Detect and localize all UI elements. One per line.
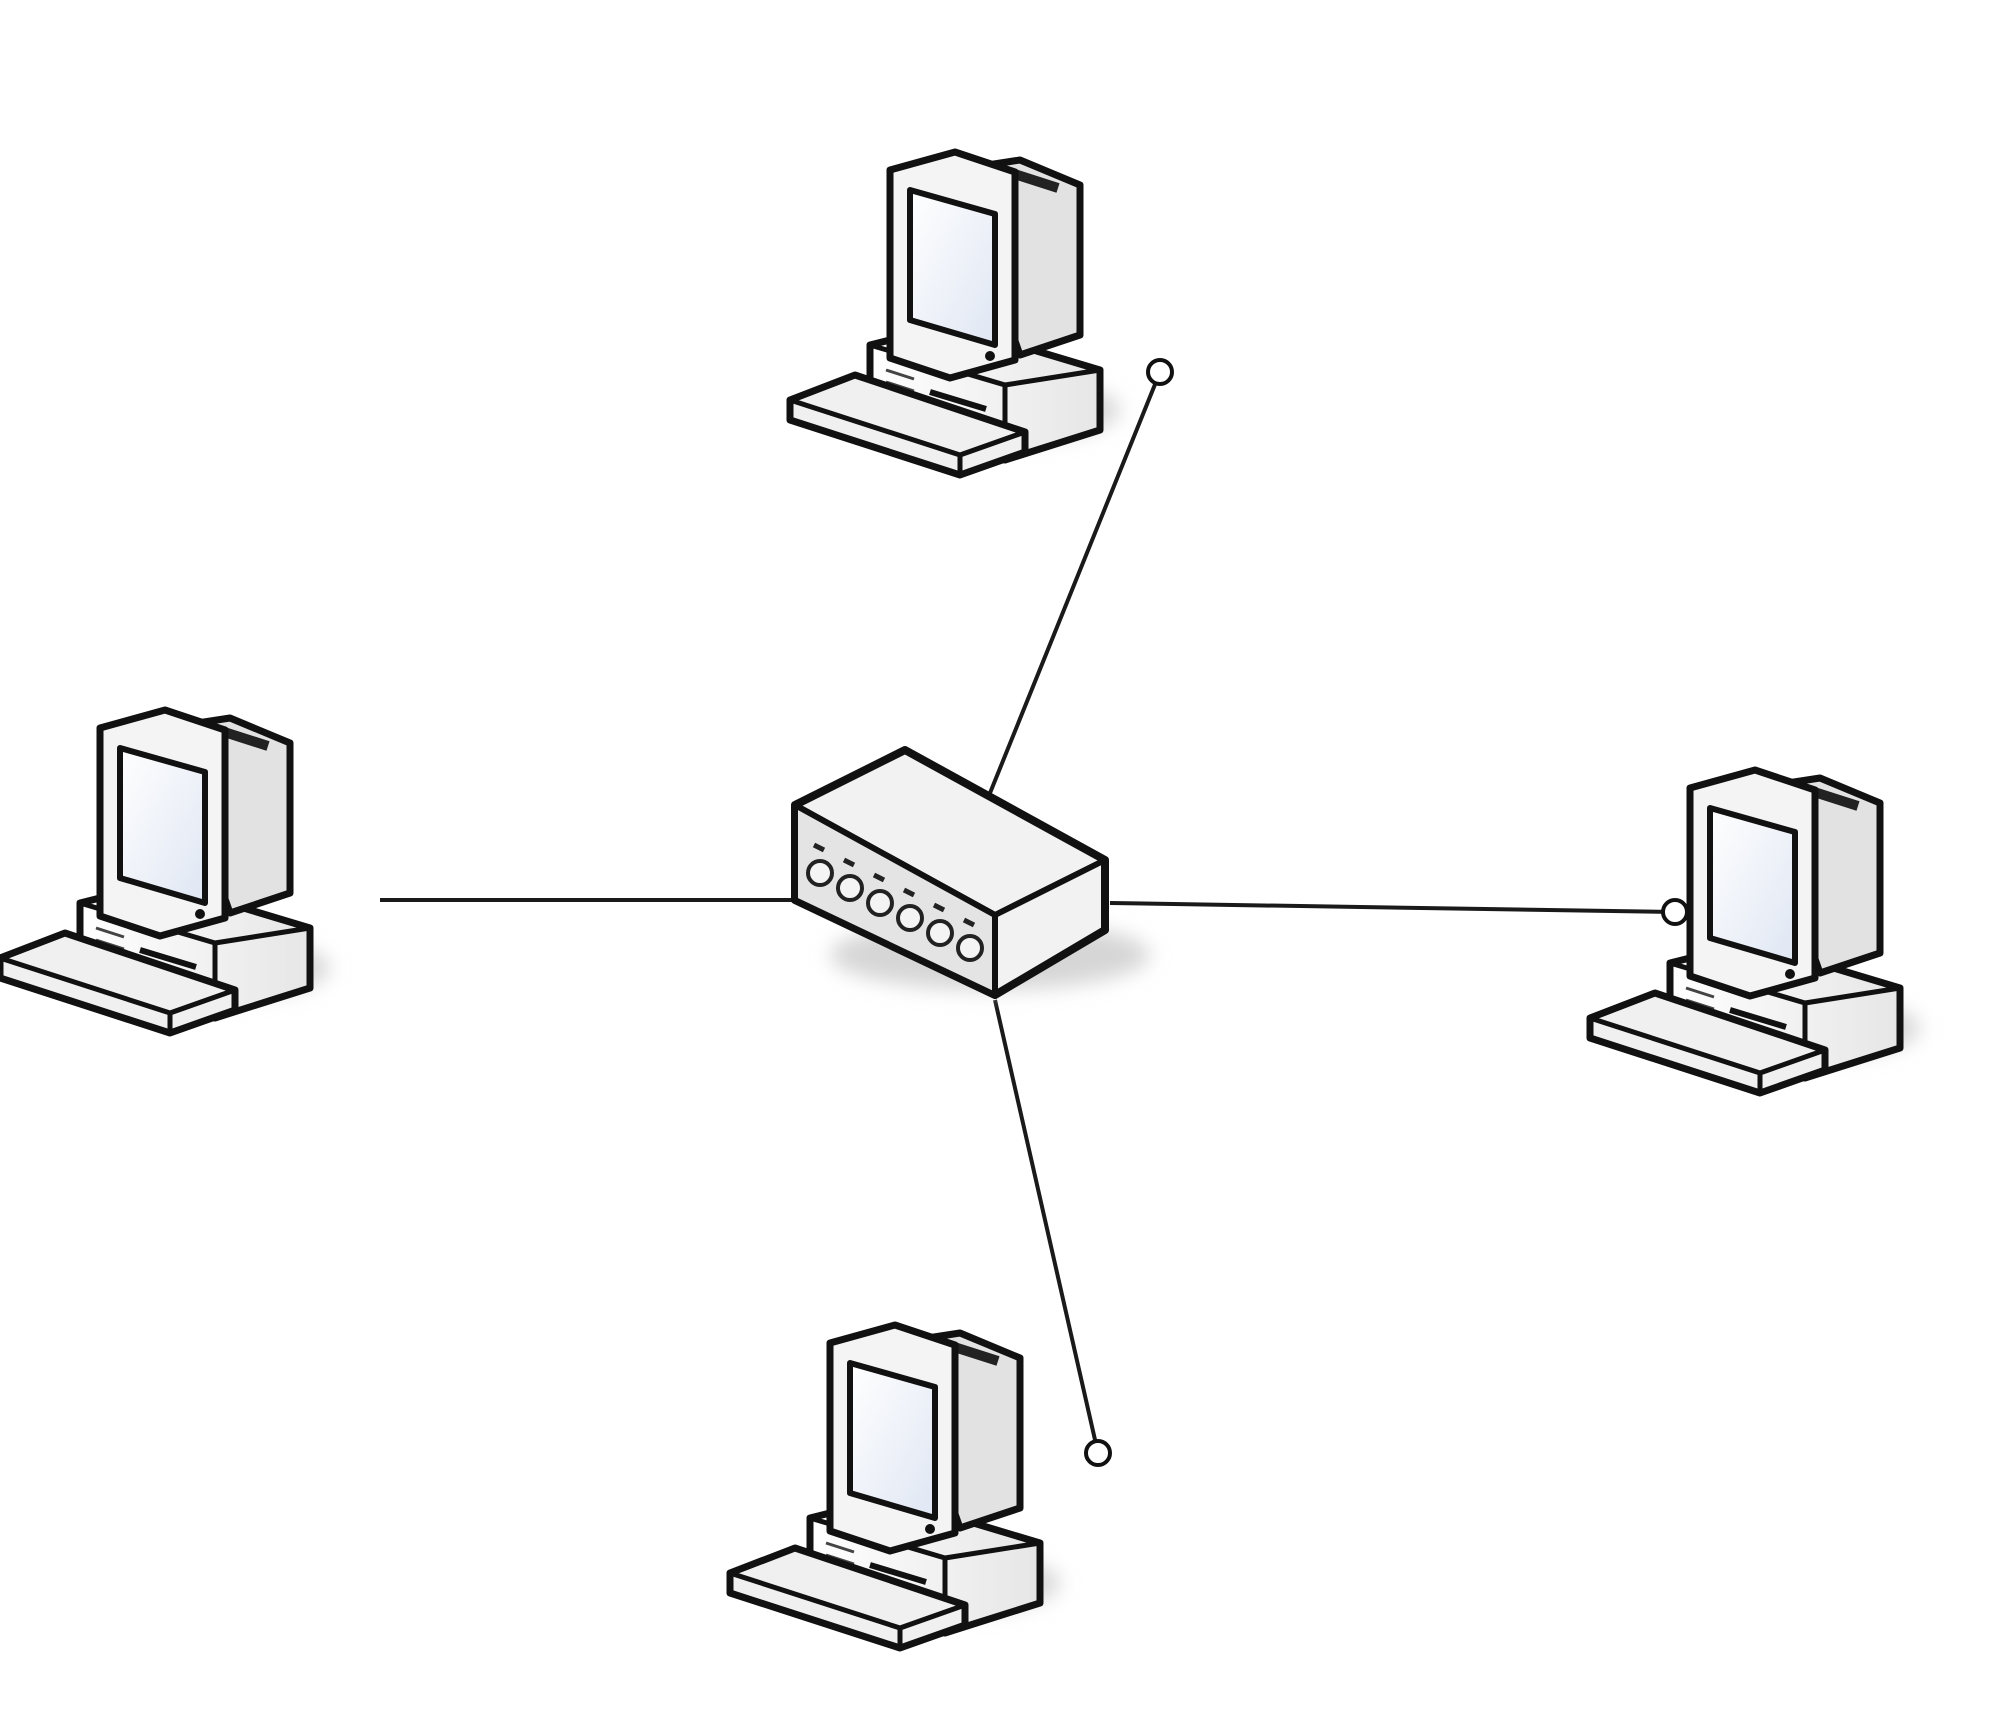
connector-dot-right (1661, 898, 1689, 926)
desktop-computer-icon (730, 1325, 1060, 1648)
link-hub-right (1109, 901, 1676, 914)
computer-right (1590, 770, 1920, 1093)
desktop-computer-icon (1590, 770, 1920, 1093)
connector-dot-top (1146, 358, 1174, 386)
connector-dots (1084, 358, 1689, 1467)
computer-bottom (730, 1325, 1060, 1648)
link-hub-bottom (993, 999, 1100, 1454)
computer-top (790, 152, 1120, 475)
connector-dot-bottom (1084, 1439, 1112, 1467)
computer-left (0, 710, 330, 1033)
network-switch-icon (791, 746, 1150, 999)
desktop-computer-icon (790, 152, 1120, 475)
link-hub-top (986, 371, 1162, 799)
desktop-computer-icon (0, 710, 330, 1033)
switch-ports (806, 842, 984, 962)
network-links (380, 371, 1676, 1454)
